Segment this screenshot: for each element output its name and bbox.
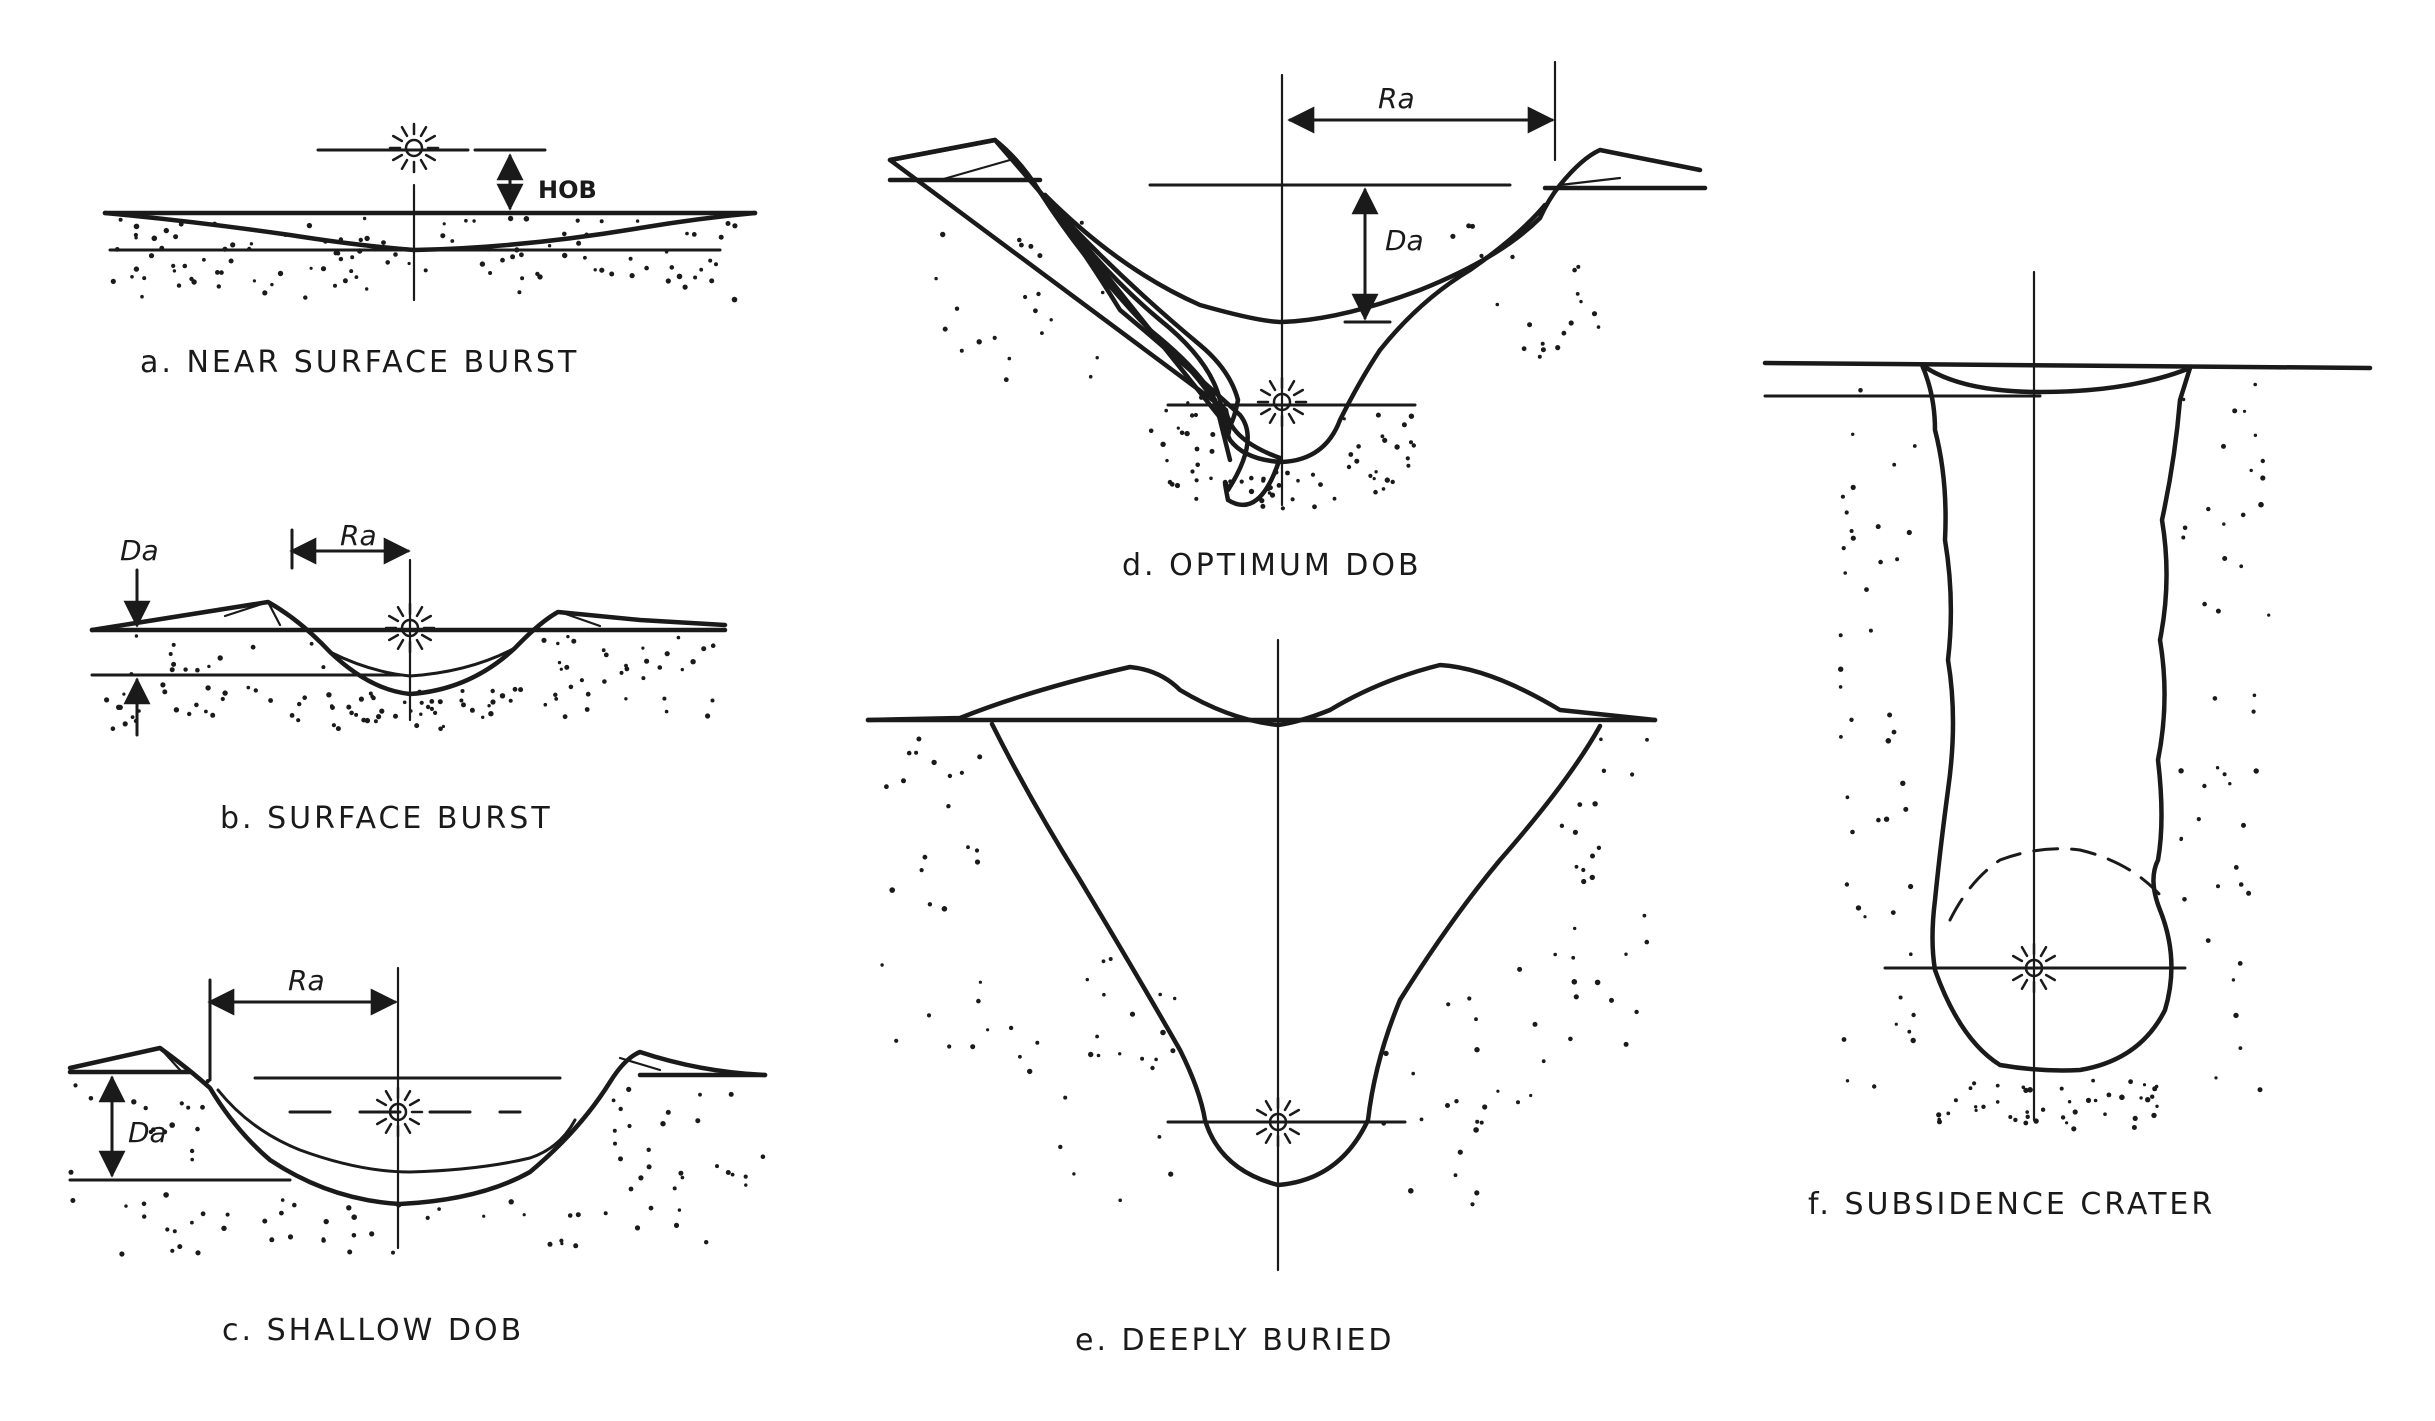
- burst-icon: [2008, 942, 2060, 994]
- panel-a-near-surface-burst: HOB a. NEAR SURFACE BURST: [102, 122, 758, 380]
- cavity-roof-dashed: [1948, 847, 2162, 922]
- ground-line: [1762, 360, 2373, 371]
- caption-f: f. SUBSIDENCE CRATER: [1808, 1187, 2215, 1222]
- lip-hatch: [158, 1046, 662, 1072]
- panel-e-deeply-buried: e. DEEPLY BURIED: [865, 638, 1658, 1358]
- ra-label: Ra: [1378, 82, 1415, 115]
- soil-stipple: [1838, 382, 2271, 1132]
- fallback-layer: [216, 1088, 577, 1174]
- mound-profile: [865, 662, 1658, 728]
- burst-icon: [1252, 1096, 1304, 1148]
- burst-icon: [384, 602, 436, 654]
- panel-c-shallow-dob: Ra Da c. SHALLOW DOB: [67, 964, 768, 1348]
- burst-icon: [388, 122, 440, 174]
- ra-label: Ra: [340, 519, 377, 552]
- crater-envelope: [989, 721, 1603, 1188]
- caption-e: e. DEEPLY BURIED: [1075, 1323, 1395, 1358]
- caption-a: a. NEAR SURFACE BURST: [140, 345, 579, 380]
- panel-b-surface-burst: Ra Da b. SURFACE BURST: [89, 519, 728, 836]
- da-label: Da: [1385, 224, 1424, 257]
- lip-hatch: [938, 158, 1622, 187]
- crater-profile: [89, 599, 728, 697]
- da-label: Da: [120, 534, 159, 567]
- caption-c: c. SHALLOW DOB: [222, 1313, 524, 1348]
- burst-icon: [1256, 376, 1308, 428]
- ra-label: Ra: [288, 964, 325, 997]
- soil-stipple: [880, 736, 1650, 1207]
- caption-b: b. SURFACE BURST: [220, 801, 553, 836]
- burst-icon: [372, 1086, 424, 1138]
- chimney-profile: [1919, 362, 2193, 1073]
- crater-profile: [67, 1045, 768, 1207]
- subsidence-dish: [1919, 362, 2193, 395]
- soil-stipple: [934, 220, 1601, 511]
- lip-hatch: [558, 610, 602, 628]
- apparent-crater: [1042, 147, 1703, 325]
- hob-label: HOB: [538, 176, 597, 204]
- crater-profile: [102, 210, 758, 253]
- lip-hatch: [223, 600, 282, 627]
- panel-f-subsidence-crater: f. SUBSIDENCE CRATER: [1762, 270, 2373, 1222]
- soil-stipple: [68, 1079, 766, 1257]
- caption-d: d. OPTIMUM DOB: [1122, 548, 1422, 583]
- true-crater-left: [1037, 189, 1233, 463]
- panel-d-optimum-dob: Ra Da d. OPTIMUM DOB: [887, 60, 1708, 583]
- da-label: Da: [128, 1116, 167, 1149]
- soil-stipple: [104, 634, 716, 732]
